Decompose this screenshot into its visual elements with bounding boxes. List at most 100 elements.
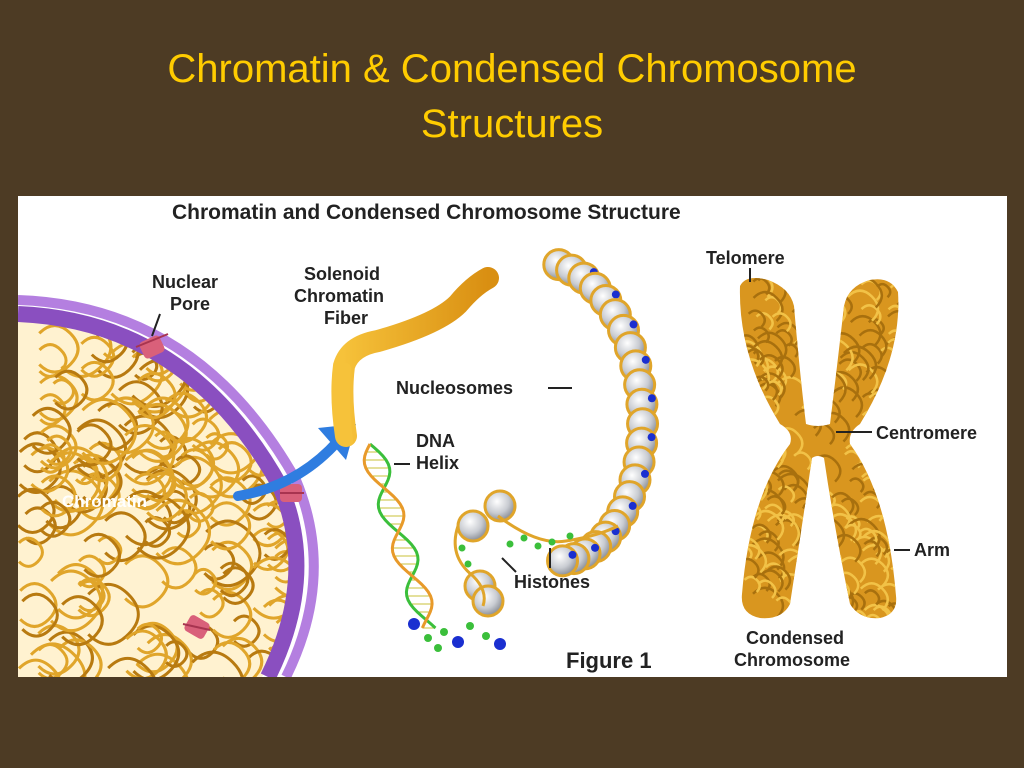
chromatin-loop [124, 554, 170, 609]
chromosome-loop [793, 572, 823, 603]
nuclear-pore-leader [151, 313, 161, 337]
nuclear-pore-bottom [182, 615, 211, 639]
chromosome-loop [750, 442, 766, 459]
chromatin-loop [19, 582, 58, 628]
slide-title-line2: Structures [420, 102, 604, 146]
chromosome-loop [896, 297, 899, 329]
histone-dot [647, 394, 656, 403]
chromatin-loop [136, 652, 190, 677]
free-histone [408, 618, 420, 630]
histone-dot [641, 355, 650, 364]
chromatin-loop [57, 563, 105, 620]
free-histone [434, 644, 442, 652]
histone-tail-dot [534, 542, 542, 550]
chromatin-loop [165, 640, 189, 668]
chromatin-loop [199, 587, 225, 619]
chromosome-loop [747, 309, 767, 328]
chromatin-loop [136, 495, 191, 560]
solenoid-label-line2: Chromatin [294, 286, 384, 306]
chromosome-loop [766, 495, 787, 515]
chromatin-loop [191, 650, 245, 677]
chromatin-loop [205, 519, 262, 588]
chromosome-loop [811, 350, 831, 370]
chromosome-loop [753, 509, 785, 541]
chromosome-loop [816, 368, 832, 385]
chromosome-loop [840, 497, 860, 516]
histone-tail-dot [464, 560, 472, 568]
chromatin-loop [252, 556, 297, 620]
chromatin-loop [50, 569, 103, 633]
chromosome-loop [862, 441, 882, 461]
chromosome-loop [798, 545, 819, 566]
chromosome-loop [815, 294, 833, 312]
chromatin-loop [210, 501, 252, 551]
chromosome-loop [895, 349, 899, 383]
chromosome-loop [812, 598, 835, 619]
chromatin-loop [144, 396, 190, 450]
histone-tail-dot [506, 540, 514, 548]
chromosome-loop [741, 492, 759, 510]
histones-label: Histones [514, 572, 590, 592]
chromatin-loop [18, 487, 56, 535]
chromatin-loop [222, 566, 255, 605]
histone-dot [647, 433, 656, 442]
chromosome-loop [847, 517, 881, 551]
chromosome-loop [839, 556, 867, 584]
chromosome-loop [831, 491, 855, 516]
chromosome-loop [818, 546, 842, 570]
histone-dot [611, 290, 620, 299]
nucleosomes-label: Nucleosomes [396, 378, 513, 398]
chromosome-loop [887, 304, 899, 324]
histone-dot [591, 543, 600, 552]
nucleosome [471, 584, 505, 618]
chromosome-loop [752, 278, 771, 296]
chromosome-loop [887, 329, 899, 348]
chromatin-loop [87, 582, 140, 646]
nuclear-envelope-outer [18, 295, 319, 677]
free-histone [466, 622, 474, 630]
chromatin-loop [146, 471, 188, 522]
chromatin-loop [146, 633, 193, 677]
chromosome-loop [743, 575, 761, 593]
chromosome-loop [832, 533, 862, 563]
chromosome-loop [892, 373, 899, 406]
nuclear-pore-top [135, 333, 169, 359]
chromosome-loop [864, 589, 881, 606]
chromosome-loop [812, 323, 839, 351]
chromosome-loop [774, 355, 797, 378]
dna-helix [362, 442, 506, 652]
chromosome-loop [888, 457, 899, 484]
chromatin-loop [219, 561, 250, 598]
chromosome-loop [805, 573, 833, 601]
chromosome-loop [860, 304, 882, 326]
centromere-label: Centromere [876, 423, 977, 443]
chromosome-loop [849, 314, 882, 347]
chromatin-loop [21, 592, 59, 638]
solenoid-label-line1: Solenoid [304, 264, 380, 284]
chromatin-loop [136, 622, 163, 655]
chromosome-loop [771, 312, 792, 333]
nuclear-pore-mid [280, 484, 304, 502]
chromosome-loop [746, 348, 765, 366]
chromosome-loop [831, 386, 864, 418]
chromosome-loop [863, 539, 881, 558]
chromosome-loop [815, 306, 840, 331]
dna-strand [369, 442, 437, 630]
chromosome-loop [879, 498, 895, 513]
chromosome-loop [869, 461, 899, 496]
chromosome-loop [900, 496, 925, 521]
histone-tail-dot [458, 544, 466, 552]
chromosome-loop [861, 342, 883, 365]
chromatin-loop [209, 476, 252, 527]
chromosome-loop [766, 380, 783, 397]
chromatin-loop [221, 636, 264, 677]
figure-caption: Figure 1 [566, 648, 652, 673]
histone-tail-dot [548, 538, 556, 546]
chromosome-loop [887, 309, 899, 339]
chromatin-loop [124, 449, 175, 510]
chromatin-loop [137, 403, 188, 463]
chromosome-loop [885, 454, 899, 486]
chromosome-loop [899, 365, 913, 379]
chromatin-loop [46, 434, 73, 466]
chromosome-loop [895, 579, 899, 599]
